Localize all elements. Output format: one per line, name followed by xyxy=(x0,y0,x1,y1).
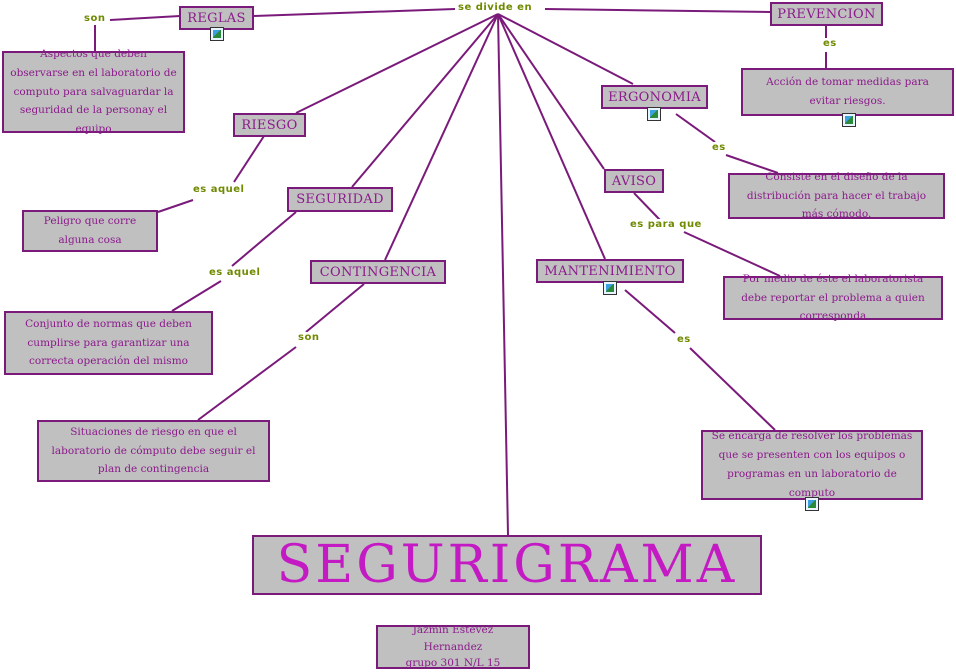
image-icon[interactable] xyxy=(210,27,224,41)
concept-seguridad-label: SEGURIDAD xyxy=(296,192,384,207)
author-group: grupo 301 N/L 15 xyxy=(405,657,501,670)
concept-prevencion: PREVENCION xyxy=(770,2,883,26)
concept-contingencia-label: CONTINGENCIA xyxy=(319,264,437,280)
author-box: Jazmin Estevez Hernandez grupo 301 N/L 1… xyxy=(376,623,530,670)
image-icon[interactable] xyxy=(647,107,661,121)
concept-reglas-label: REGLAS xyxy=(187,10,246,26)
link-label-contingencia-son: son xyxy=(296,332,322,343)
description-prevencion-text: Acción de tomar medidas para evitar ries… xyxy=(766,76,929,107)
description-ergonomia: Consiste en el diseño de la distribución… xyxy=(728,171,945,220)
description-aviso-text: Por medio de éste el laboratorista debe … xyxy=(741,272,925,323)
image-icon[interactable] xyxy=(805,497,819,511)
concept-aviso-label: AVISO xyxy=(611,173,657,189)
link-label-se-divide-en: se divide en xyxy=(456,2,535,13)
description-contingencia: Situaciones de riesgo en que el laborato… xyxy=(37,420,270,482)
link-label-ergonomia-es: es xyxy=(710,142,728,153)
description-riesgo-text: Peligro que corre alguna cosa xyxy=(43,215,137,246)
concept-seguridad: SEGURIDAD xyxy=(287,187,393,212)
description-mantenimiento: Se encarga de resolver los problemas que… xyxy=(701,430,923,500)
concept-ergonomia: ERGONOMIA xyxy=(601,85,708,109)
description-reglas: Aspectos que deben observarse en el labo… xyxy=(2,48,185,135)
concept-prevencion-label: PREVENCION xyxy=(777,6,876,22)
concept-ergonomia-label: ERGONOMIA xyxy=(608,89,701,105)
page-title: SEGURIGRAMA xyxy=(252,535,762,595)
concept-mantenimiento: MANTENIMIENTO xyxy=(536,259,684,283)
concept-riesgo-label: RIESGO xyxy=(241,117,298,133)
description-aviso: Por medio de éste el laboratorista debe … xyxy=(723,273,943,322)
concept-aviso: AVISO xyxy=(604,169,664,193)
description-contingencia-text: Situaciones de riesgo en que el laborato… xyxy=(51,425,256,476)
image-icon[interactable] xyxy=(603,281,617,295)
description-ergonomia-text: Consiste en el diseño de la distribución… xyxy=(746,170,927,221)
link-label-mantenimiento-es: es xyxy=(675,334,693,345)
concept-riesgo: RIESGO xyxy=(233,113,306,137)
link-label-aviso-es-para-que: es para que xyxy=(628,219,704,230)
description-riesgo: Peligro que corre alguna cosa xyxy=(22,210,158,252)
description-reglas-text: Aspectos que deben observarse en el labo… xyxy=(10,47,177,136)
link-label-riesgo-es-aquel: es aquel xyxy=(191,184,247,195)
description-seguridad-text: Conjunto de normas que deben cumplirse p… xyxy=(25,317,192,368)
description-prevencion: Acción de tomar medidas para evitar ries… xyxy=(741,68,954,116)
image-icon[interactable] xyxy=(842,113,856,127)
description-seguridad: Conjunto de normas que deben cumplirse p… xyxy=(4,311,213,375)
link-label-seguridad-es-aquel: es aquel xyxy=(207,267,263,278)
link-label-reglas-son: son xyxy=(82,13,108,24)
author-name: Jazmin Estevez Hernandez xyxy=(412,623,494,653)
concept-contingencia: CONTINGENCIA xyxy=(310,260,446,284)
concept-mantenimiento-label: MANTENIMIENTO xyxy=(544,263,676,279)
description-mantenimiento-text: Se encarga de resolver los problemas que… xyxy=(711,430,913,499)
link-label-prevencion-es: es xyxy=(821,38,839,49)
